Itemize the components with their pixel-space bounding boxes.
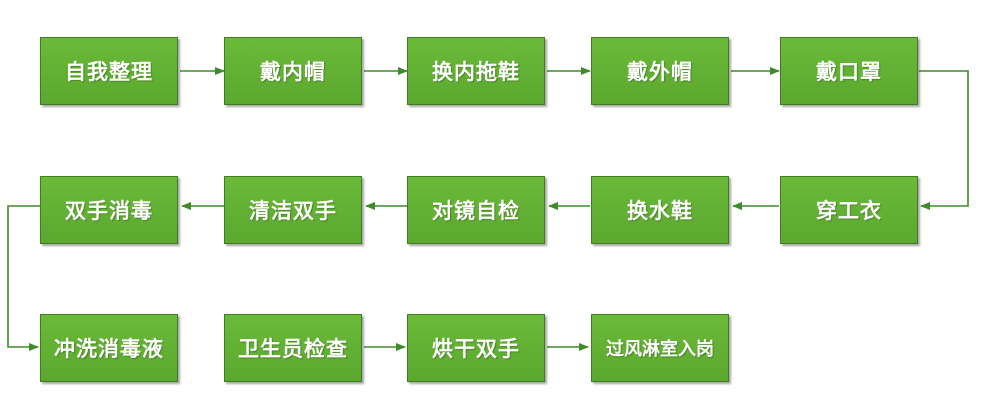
step-inner-cap: 戴内帽 (224, 37, 362, 105)
step-work-clothes: 穿工衣 (780, 176, 918, 244)
arrow-s5-s6 (919, 70, 969, 210)
step-clean-hands: 清洁双手 (224, 176, 362, 244)
step-disinfect-hands: 双手消毒 (40, 176, 178, 244)
arrow-s10-s11 (7, 205, 40, 351)
step-inner-slippers: 换内拖鞋 (407, 37, 545, 105)
step-self-tidy: 自我整理 (40, 37, 178, 105)
step-outer-cap: 戴外帽 (591, 37, 729, 105)
step-dry-hands: 烘干双手 (407, 314, 545, 382)
step-rinse-disinfectant: 冲洗消毒液 (40, 314, 178, 382)
step-air-shower-enter: 过风淋室入岗 (591, 314, 729, 382)
step-rain-boots: 换水鞋 (591, 176, 729, 244)
step-hygiene-inspection: 卫生员检查 (224, 314, 362, 382)
step-mirror-check: 对镜自检 (407, 176, 545, 244)
step-mask: 戴口罩 (780, 37, 918, 105)
